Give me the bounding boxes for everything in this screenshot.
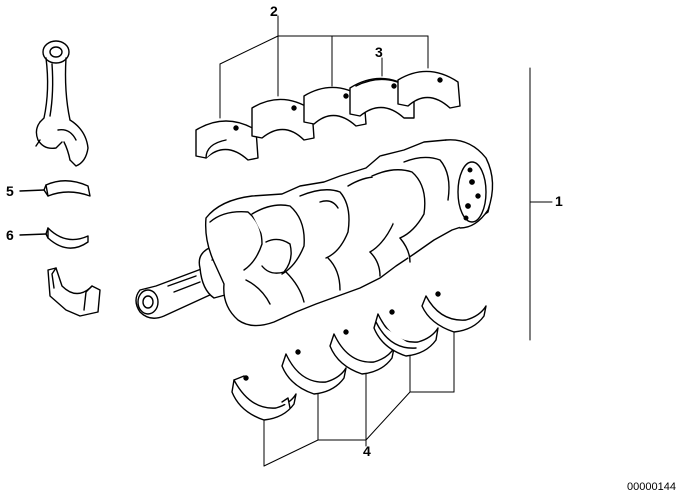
lower-bearing-shell-c [329,329,395,375]
lower-bearing-shell-thrust [373,309,439,357]
lower-bearing-shell-b [281,349,347,395]
callout-1-bracket [529,67,553,341]
callout-4-bracket [263,331,455,467]
leader-line-5 [19,189,45,192]
connecting-rod-cap [47,267,101,317]
lower-main-bearing-shells [231,291,487,421]
callout-number-4: 4 [363,443,371,459]
callout-number-2: 2 [270,3,278,19]
connecting-rod [35,40,89,167]
callout-2-bracket [219,15,429,119]
callout-number-1: 1 [555,193,563,209]
lower-bearing-shell-a [231,375,297,421]
leader-line-6 [19,233,47,236]
callout-number-5: 5 [6,183,14,199]
callout-number-3: 3 [375,44,383,60]
lower-bearing-shell-e [421,291,487,333]
upper-bearing-shell-e [397,70,461,109]
callout-number-6: 6 [6,227,14,243]
upper-bearing-shell-a [195,120,259,161]
rod-bearing-upper-shell [43,180,91,197]
upper-main-bearing-shells [195,70,461,161]
upper-bearing-shell-b [251,98,315,141]
drawing-number: 00000144 [627,481,676,493]
crankshaft [135,139,494,327]
rod-bearing-lower-shell [45,227,89,249]
